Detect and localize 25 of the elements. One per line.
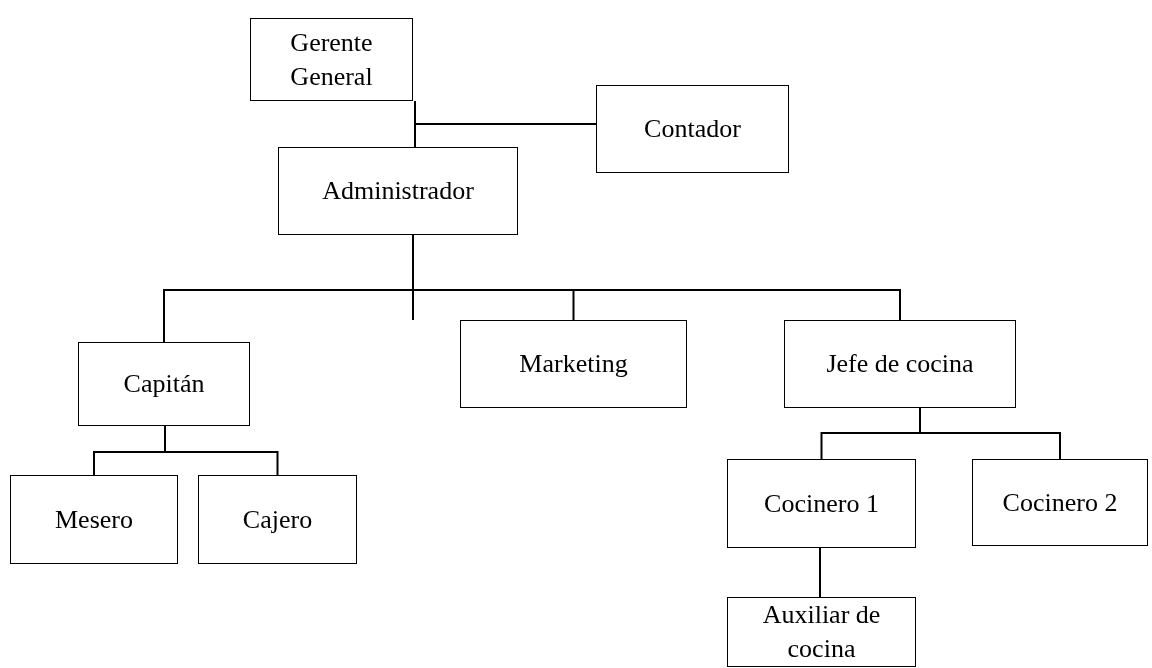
position-title: Auxiliar de cocina [761, 599, 882, 665]
position-title: Mesero [55, 503, 133, 536]
position-box [10, 475, 178, 564]
position-title: Cocinero 2 [1002, 486, 1118, 519]
position-box [250, 18, 413, 101]
position-box [78, 342, 250, 426]
position-box [278, 147, 518, 235]
connector-line [819, 547, 821, 598]
position-title: Capitán [123, 368, 205, 401]
position-title: Marketing [519, 348, 628, 381]
position-box [727, 459, 916, 548]
position-title: Cajero [242, 503, 313, 536]
position-box [596, 85, 789, 173]
position-title: Cocinero 1 [764, 487, 879, 520]
position-box [198, 475, 357, 564]
position-box [784, 320, 1016, 408]
position-title: Jefe de cocina [826, 348, 974, 381]
position-title: Gerente General [289, 26, 374, 93]
position-title: Administrador [322, 175, 474, 208]
connector-line [414, 100, 597, 125]
position-box [972, 459, 1148, 546]
connector-line [919, 407, 1061, 460]
position-box [460, 320, 687, 408]
position-title: Contador [644, 113, 741, 146]
position-box [727, 597, 916, 667]
